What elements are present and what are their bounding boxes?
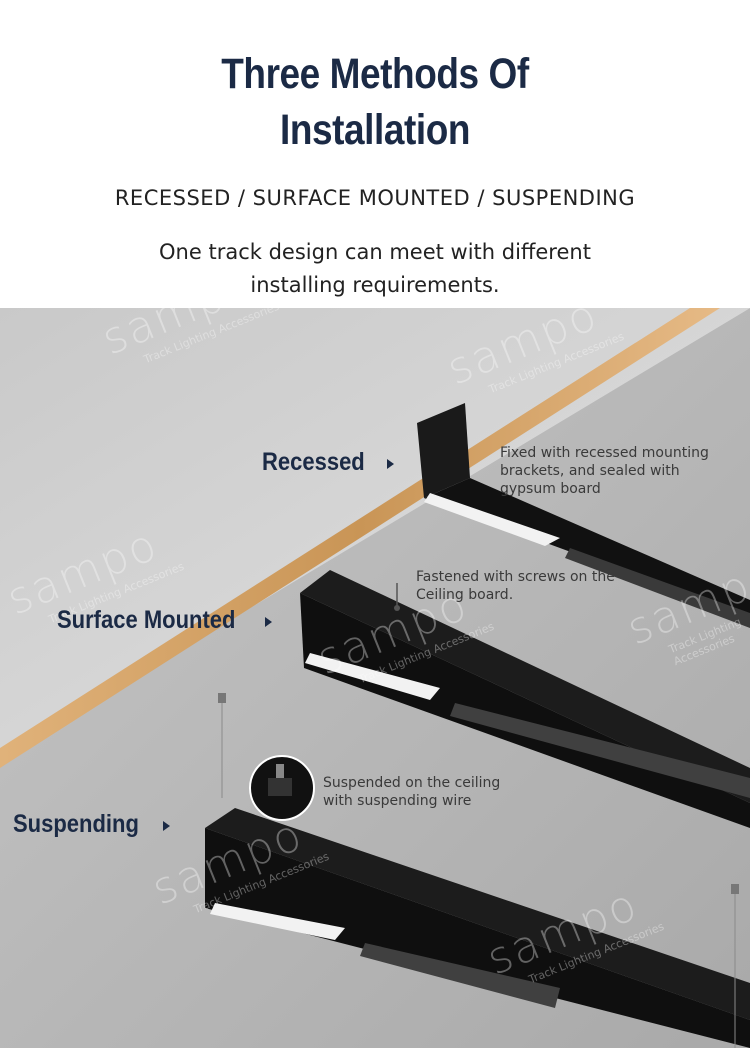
arrow-right-icon: [387, 459, 394, 469]
suspended-fixture: [205, 693, 750, 1048]
subtitle: RECESSED / SURFACE MOUNTED / SUSPENDING: [114, 186, 636, 210]
arrow-right-icon: [163, 821, 170, 831]
label-suspending: Suspending: [13, 810, 139, 838]
description-line-1: One track design can meet with different: [159, 240, 591, 264]
scene-illustration: [0, 308, 750, 1048]
surface-fixture: [300, 570, 750, 828]
page-title-line-2: Installation: [279, 106, 471, 154]
recessed-fixture: [417, 403, 750, 628]
page-title-line-1: Three Methods Of: [221, 50, 529, 98]
label-recessed: Recessed: [262, 448, 365, 476]
header: Three Methods Of Installation RECESSED /…: [0, 0, 750, 308]
wood-edge: [0, 308, 720, 768]
note-suspending: Suspended on the ceiling with suspending…: [323, 775, 501, 809]
arrow-right-icon: [265, 617, 272, 627]
description-line-2: installing requirements.: [250, 273, 500, 297]
label-surface-mounted: Surface Mounted: [57, 606, 236, 634]
note-recessed: Fixed with recessed mounting brackets, a…: [500, 445, 709, 497]
note-surface-mounted: Fastened with screws on the Ceiling boar…: [416, 569, 615, 603]
